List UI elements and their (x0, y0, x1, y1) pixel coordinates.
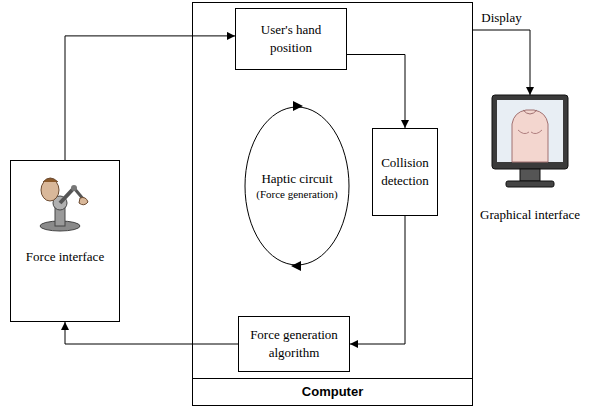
node-label: Collision detection (376, 154, 434, 189)
band-label: Computer (193, 378, 472, 405)
connector-arrow (65, 36, 235, 160)
display-node: Graphical interface (470, 95, 590, 227)
edge-label: Display (479, 10, 523, 26)
connector-arrow (473, 30, 530, 95)
loop-ellipse: Haptic circuit(Force generation) (244, 106, 350, 266)
loop-outline (245, 107, 349, 265)
process-box: Collision detection (372, 128, 438, 216)
loop-arrowheads (291, 101, 303, 271)
device-box: Force interface (10, 160, 120, 322)
node-label: (Force generation) (256, 187, 338, 202)
connector-arrow (350, 216, 405, 344)
haptic-device-icon (40, 178, 88, 231)
node-label: Graphical interface (480, 206, 580, 224)
node-label: Haptic circuit (261, 170, 332, 188)
computer-box: User's hand positionHaptic circuit(Force… (192, 2, 473, 406)
connector-arrow (65, 322, 238, 344)
connector-arrow (347, 55, 405, 129)
process-box: User's hand position (235, 8, 347, 70)
process-box: Force generation algorithm (238, 316, 350, 372)
ellipse-outline (244, 106, 350, 266)
monitor-icon (492, 95, 568, 187)
node-label: Force interface (26, 248, 104, 266)
node-label: User's hand position (239, 21, 343, 56)
node-label: Force generation algorithm (242, 326, 346, 361)
